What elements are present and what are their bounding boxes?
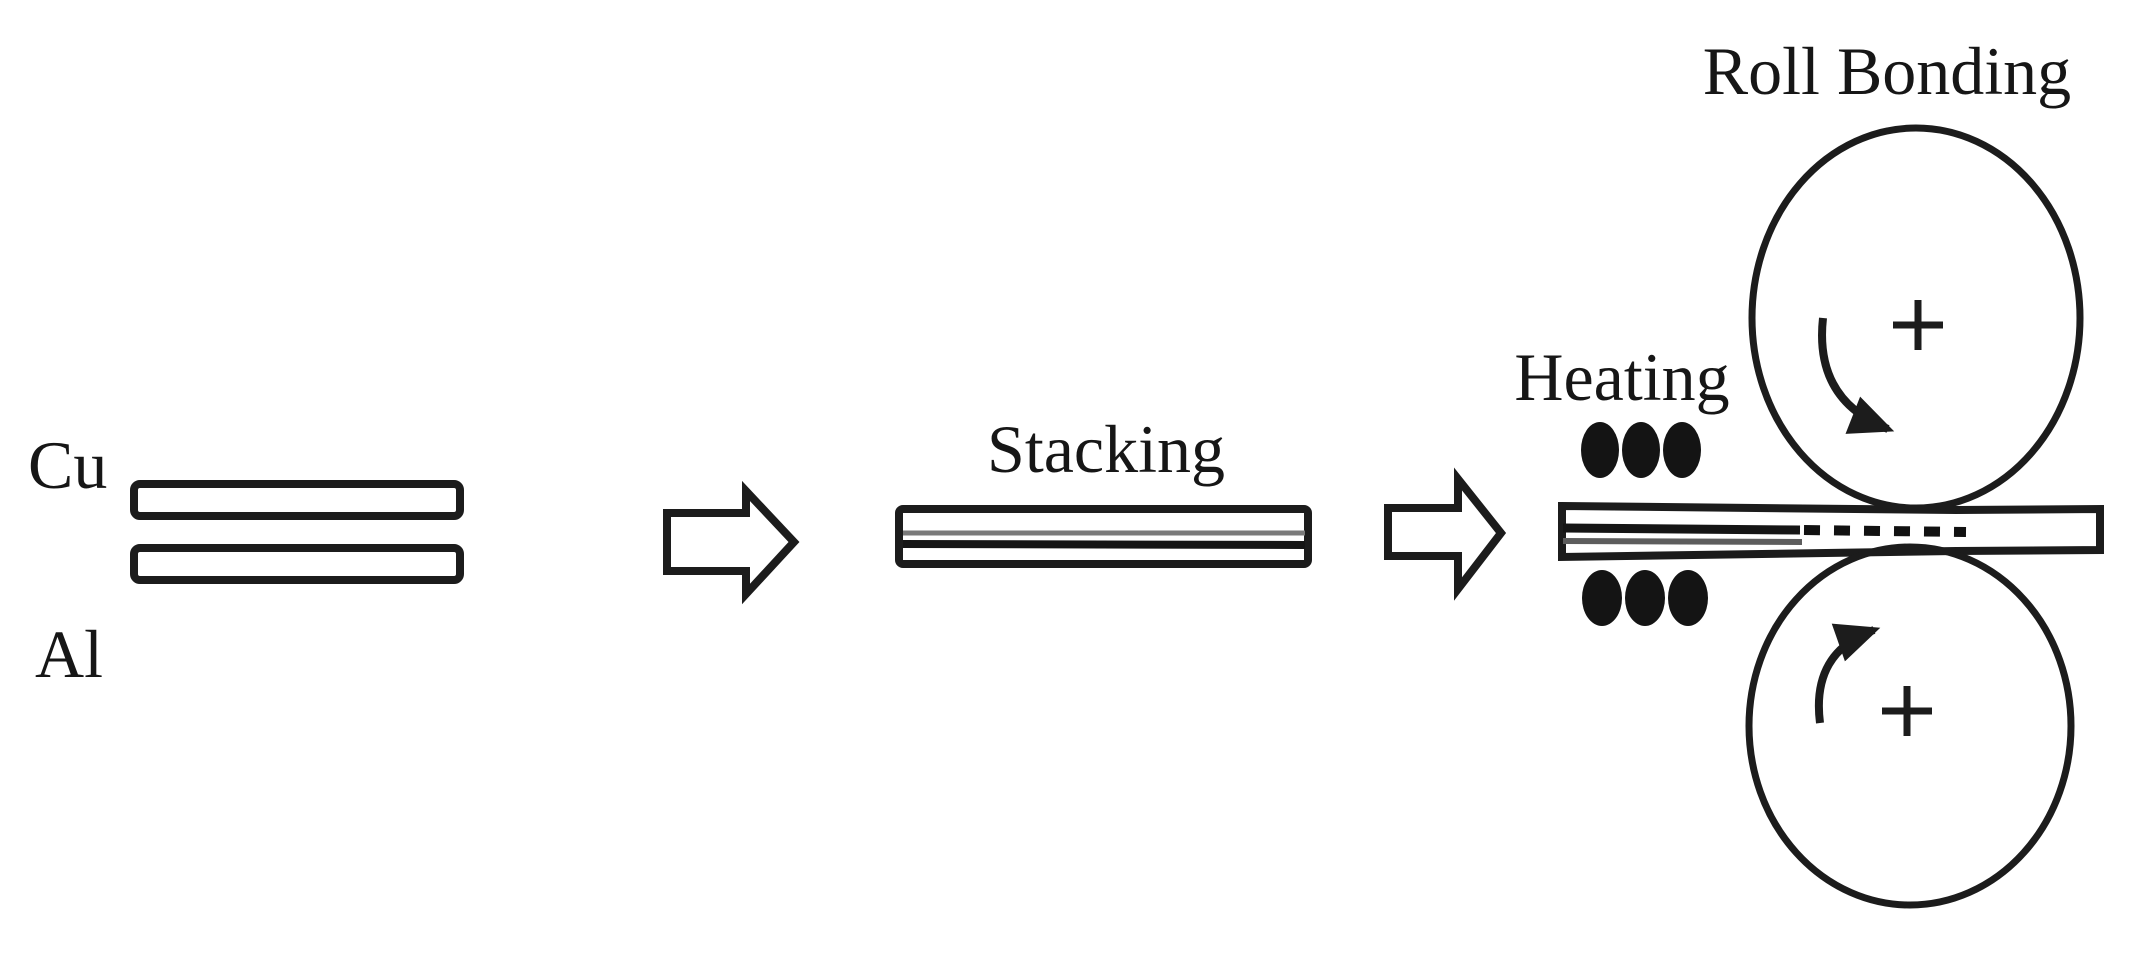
strip-interface-line-lower xyxy=(1562,538,1803,545)
roller-center-plus-icon xyxy=(1882,686,1932,736)
roller-center-plus-icon xyxy=(1893,300,1943,350)
heating-dots-top xyxy=(1581,422,1701,478)
stacking-step: Stacking xyxy=(895,411,1312,568)
bottom-roller xyxy=(1745,543,2075,909)
heating-dot-icon xyxy=(1668,570,1708,626)
bottom-roller-rotation-arrow-icon xyxy=(1814,623,1881,724)
top-roller xyxy=(1748,124,2084,512)
source-sheets-step: Cu Al xyxy=(28,427,464,692)
heating-dot-icon xyxy=(1582,570,1622,626)
heating-dots-bottom xyxy=(1582,570,1708,626)
flow-arrow-icon xyxy=(663,480,800,605)
heating-dot-icon xyxy=(1625,570,1665,626)
al-label: Al xyxy=(35,616,103,692)
heating-dot-icon xyxy=(1663,422,1701,478)
heating-dot-icon xyxy=(1622,422,1660,478)
bond-interface-dashes-icon xyxy=(1803,525,1967,537)
cu-label: Cu xyxy=(28,427,107,503)
heating-label: Heating xyxy=(1514,339,1729,415)
heating-dot-icon xyxy=(1581,422,1619,478)
roll-bonding-label: Roll Bonding xyxy=(1703,33,2071,109)
stacked-sheet-interface-line-lower xyxy=(902,540,1306,549)
roll-bonding-step: Roll Bonding Heating xyxy=(1514,33,2104,909)
stacking-label: Stacking xyxy=(987,411,1225,487)
top-roller-rotation-arrow-icon xyxy=(1818,317,1895,434)
strip-interface-line xyxy=(1562,523,1801,535)
stacked-sheet xyxy=(895,505,1312,568)
flow-arrow-icon xyxy=(1384,467,1507,601)
al-sheet xyxy=(130,544,464,584)
cu-sheet xyxy=(130,480,464,520)
